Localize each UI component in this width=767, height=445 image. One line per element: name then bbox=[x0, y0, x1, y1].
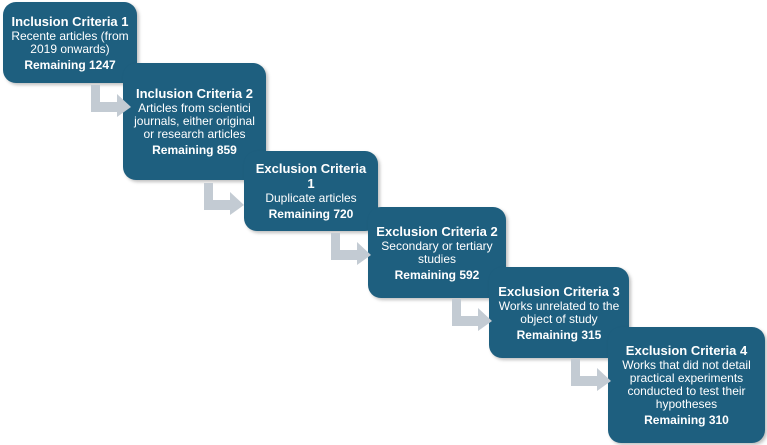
bent-arrow-icon bbox=[204, 183, 244, 215]
step-description: Secondary or tertiary studies bbox=[381, 238, 493, 266]
step-exclusion-criteria-3: Exclusion Criteria 3 Works unrelated to … bbox=[489, 267, 629, 358]
step-title: Inclusion Criteria 2 bbox=[135, 86, 254, 101]
step-title: Exclusion Criteria 3 bbox=[498, 283, 620, 299]
step-remaining: Remaining 859 bbox=[152, 143, 237, 157]
step-title: Exclusion Criteria 2 bbox=[376, 223, 498, 239]
step-inclusion-criteria-2: Inclusion Criteria 2 Articles from scien… bbox=[123, 63, 266, 180]
step-remaining: Remaining 720 bbox=[268, 207, 354, 221]
step-remaining: Remaining 315 bbox=[516, 327, 602, 342]
step-exclusion-criteria-2: Exclusion Criteria 2 Secondary or tertia… bbox=[368, 207, 506, 298]
step-exclusion-criteria-1: Exclusion Criteria 1 Duplicate articles … bbox=[244, 151, 378, 231]
step-description: Duplicate articles bbox=[265, 191, 357, 205]
bent-arrow-icon bbox=[571, 359, 611, 391]
bent-arrow-icon bbox=[91, 85, 131, 117]
bent-arrow-icon bbox=[452, 299, 492, 331]
step-title: Exclusion Criteria 1 bbox=[255, 161, 367, 191]
step-description: Works that did not detail practical expe… bbox=[622, 358, 751, 411]
step-title: Inclusion Criteria 1 bbox=[11, 13, 129, 29]
step-remaining: Remaining 1247 bbox=[24, 57, 116, 72]
step-exclusion-criteria-4: Exclusion Criteria 4 Works that did not … bbox=[608, 327, 765, 443]
step-remaining: Remaining 592 bbox=[394, 267, 480, 282]
bent-arrow-icon bbox=[331, 233, 371, 265]
step-remaining: Remaining 310 bbox=[644, 413, 729, 427]
step-description: Recente articles (from 2019 onwards) bbox=[11, 28, 129, 56]
step-description: Works unrelated to the object of study bbox=[498, 298, 620, 326]
step-description: Articles from scientici journals, either… bbox=[134, 101, 255, 141]
step-title: Exclusion Criteria 4 bbox=[625, 343, 748, 358]
step-inclusion-criteria-1: Inclusion Criteria 1 Recente articles (f… bbox=[3, 2, 137, 83]
